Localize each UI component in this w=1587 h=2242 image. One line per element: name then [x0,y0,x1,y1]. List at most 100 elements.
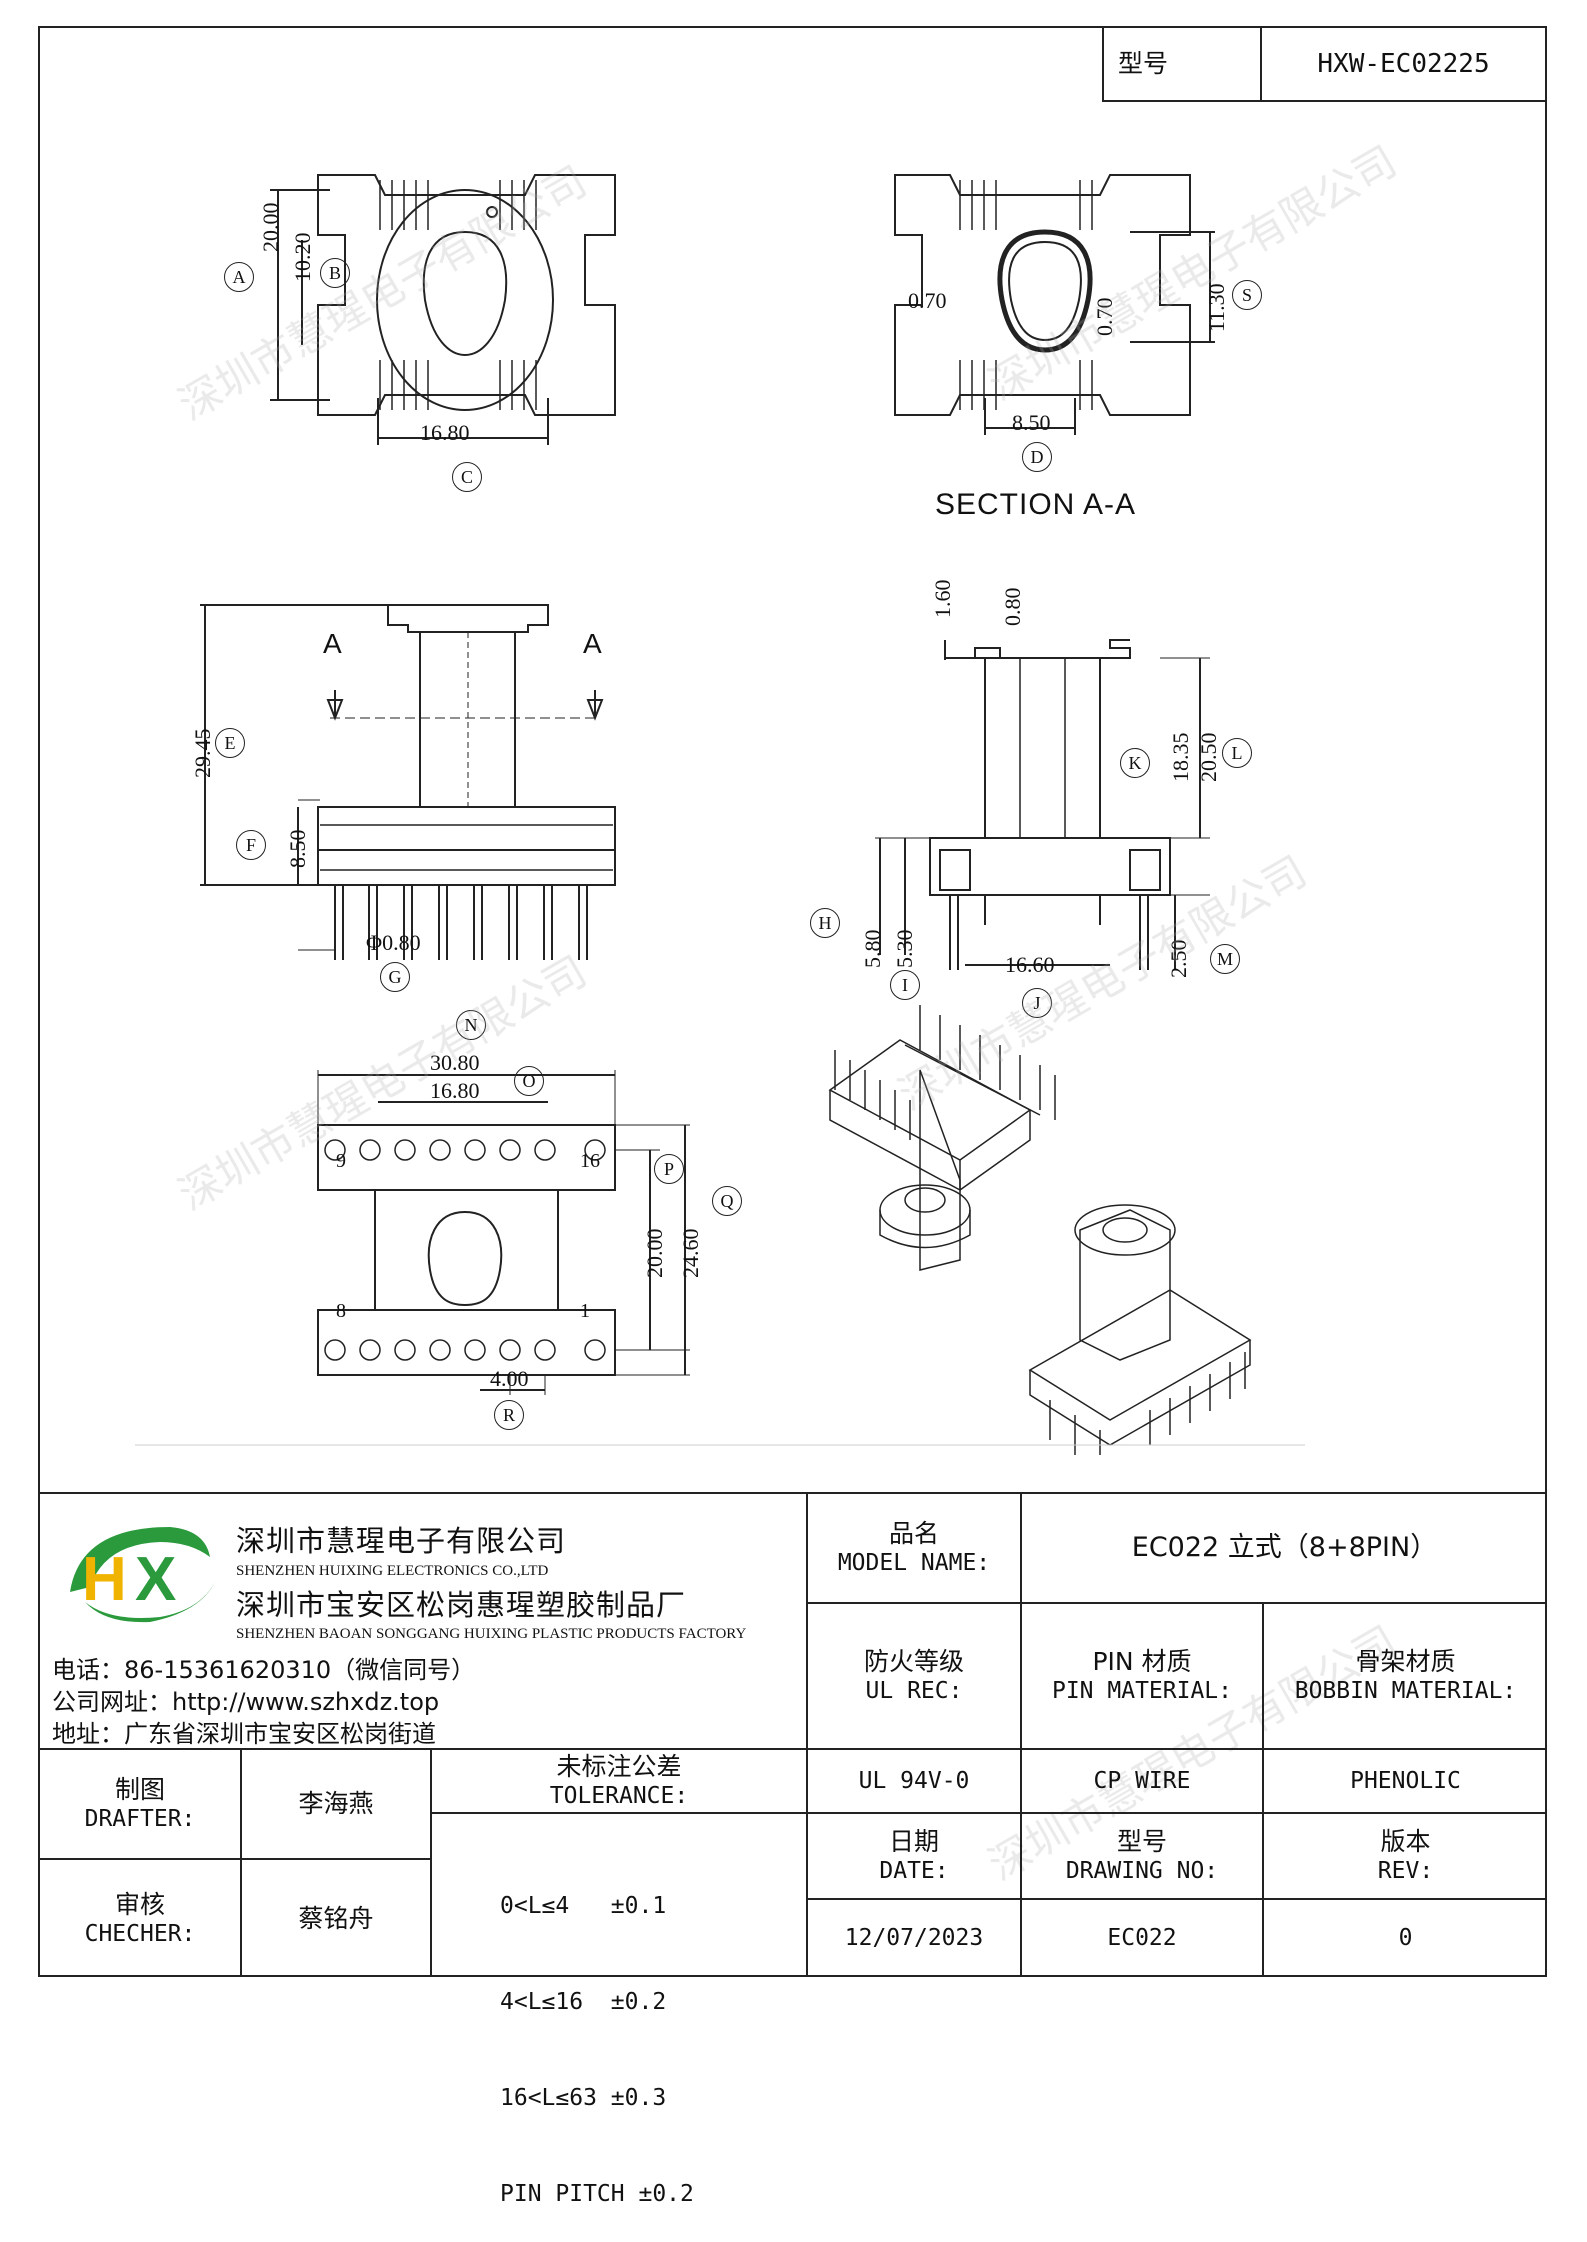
dim-j-value: 16.60 [1005,952,1055,977]
dim-wall-thickness-1: 0.70 [908,288,947,313]
callout-g: G [380,962,410,992]
header-model-label: 型号 [1118,49,1169,79]
dim-flange-thickness: 0.80 [1000,587,1025,627]
callout-a: A [224,262,254,292]
tb-vline-5 [430,1748,432,1977]
drawing-no-label: 型号 DRAWING NO: [1022,1814,1262,1898]
logo-letter-h: H [82,1545,127,1614]
pin-label-16: 16 [580,1150,600,1172]
dim-i-value: 5.30 [892,929,917,969]
checker-label: 审核 CHECHER: [40,1860,240,1977]
bobbin-material-label-cn: 骨架材质 [1355,1647,1456,1676]
dim-p-value: 20.00 [642,1228,667,1279]
drawing-no-label-cn: 型号 [1116,1827,1167,1856]
header-box-divider [1260,26,1262,102]
dim-l-value: 20.50 [1196,732,1221,783]
company-phone: 电话：86-15361620310（微信同号） [52,1656,476,1684]
pin-label-8: 8 [336,1300,346,1322]
dim-h-value: 5.80 [860,929,885,969]
dim-c-value: 16.80 [420,420,470,445]
dim-b-value: 10.20 [290,232,315,283]
pin-label-1: 1 [580,1300,590,1322]
dim-m-value: 2.50 [1166,939,1191,979]
revision-value: 0 [1398,1925,1413,1952]
ul-rating-value: UL 94V-0 [858,1767,970,1794]
dim-q-value: 24.60 [678,1228,703,1279]
callout-o: O [514,1066,544,1096]
section-label: SECTION A-A [935,488,1137,521]
top-view [270,174,616,445]
callout-s: S [1232,280,1262,310]
tb-vline-4 [240,1748,242,1977]
side-view [875,639,1210,970]
pin-label-9: 9 [336,1150,346,1172]
dim-f-value: 8.50 [285,829,310,869]
callout-j: J [1022,988,1052,1018]
drawing-frame [38,26,1547,1977]
tolerance-row-2: 4<L≤16 ±0.2 [500,1989,667,2015]
tolerance-label-en: TOLERANCE: [549,1783,689,1810]
callout-k: K [1120,748,1150,778]
bobbin-material-value: PHENOLIC [1350,1767,1461,1794]
tb-vline-1 [806,1492,808,1977]
logo-graphic: H X [70,1527,215,1623]
tolerance-row-3: 16<L≤63 ±0.3 [500,2085,667,2111]
dim-wall-thickness-2: 0.70 [1092,297,1117,337]
header-box-top [1102,26,1547,28]
callout-r: R [494,1400,524,1430]
title-block-top [38,1492,1547,1494]
dim-d-value: 8.50 [1012,410,1051,435]
drafter-label: 制图 DRAFTER: [40,1750,240,1858]
ul-rating-label: 防火等级 UL REC: [808,1604,1020,1748]
callout-d: D [1022,442,1052,472]
drawing-no-value: EC022 [1107,1925,1177,1952]
callout-e: E [215,728,245,758]
tolerance-row-1: 0<L≤4 ±0.1 [500,1893,667,1919]
cut-label-a-right: A [583,628,602,659]
company-logo: H X [50,1512,220,1632]
callout-p: P [654,1154,684,1184]
tb-line-2 [38,1748,1547,1750]
logo-letter-x: X [135,1545,176,1614]
dim-k-value: 18.35 [1168,732,1193,783]
date-label: 日期 DATE: [808,1814,1020,1898]
revision-label: 版本 REV: [1264,1814,1547,1898]
callout-i: I [890,970,920,1000]
company-address: 地址：广东省深圳市宝安区松岗街道 [52,1720,436,1748]
header-model-value: HXW-EC02225 [1317,48,1490,79]
dim-r-value: 4.00 [490,1366,529,1391]
model-name-label-cn: 品名 [888,1519,939,1548]
model-name-label-en: MODEL NAME: [837,1550,991,1577]
bobbin-material-label-en: BOBBIN MATERIAL: [1294,1678,1517,1705]
pin-material-label-cn: PIN 材质 [1092,1647,1192,1676]
pin-material-label: PIN 材质 PIN MATERIAL: [1022,1604,1262,1748]
callout-m: M [1210,944,1240,974]
section-view [894,174,1215,435]
factory-name-cn: 深圳市宝安区松岗惠瑆塑胶制品厂 [236,1588,687,1622]
company-name-en: SHENZHEN HUIXING ELECTRONICS CO.,LTD [236,1563,549,1579]
dim-g-value: Φ0.80 [366,930,421,955]
bottom-view [317,1070,690,1395]
tb-vline-2 [1020,1492,1022,1977]
tolerance-label-cn: 未标注公差 [556,1752,682,1781]
pin-material-label-en: PIN MATERIAL: [1051,1678,1232,1705]
callout-h: H [810,908,840,938]
company-website[interactable]: 公司网址：http://www.szhxdz.top [52,1688,440,1716]
front-view [200,604,616,960]
revision-label-en: REV: [1377,1858,1434,1885]
tb-vline-3 [1262,1602,1264,1977]
tb-line-4 [38,1858,430,1860]
dim-e-value: 29.45 [190,728,215,779]
header-box-left [1102,26,1104,102]
checker-label-en: CHECHER: [84,1920,196,1947]
model-name-label: 品名 MODEL NAME: [808,1494,1020,1602]
callout-b: B [320,258,350,288]
revision-label-cn: 版本 [1380,1827,1431,1856]
tb-line-3 [430,1812,1547,1814]
dim-top-flange: 1.60 [930,579,955,619]
tolerance-table: 0<L≤4 ±0.1 4<L≤16 ±0.2 16<L≤63 ±0.3 PIN … [500,1826,694,2242]
tolerance-label: 未标注公差 TOLERANCE: [432,1750,806,1812]
callout-l: L [1222,738,1252,768]
date-label-en: DATE: [879,1858,949,1885]
drafter-value: 李海燕 [298,1789,374,1819]
